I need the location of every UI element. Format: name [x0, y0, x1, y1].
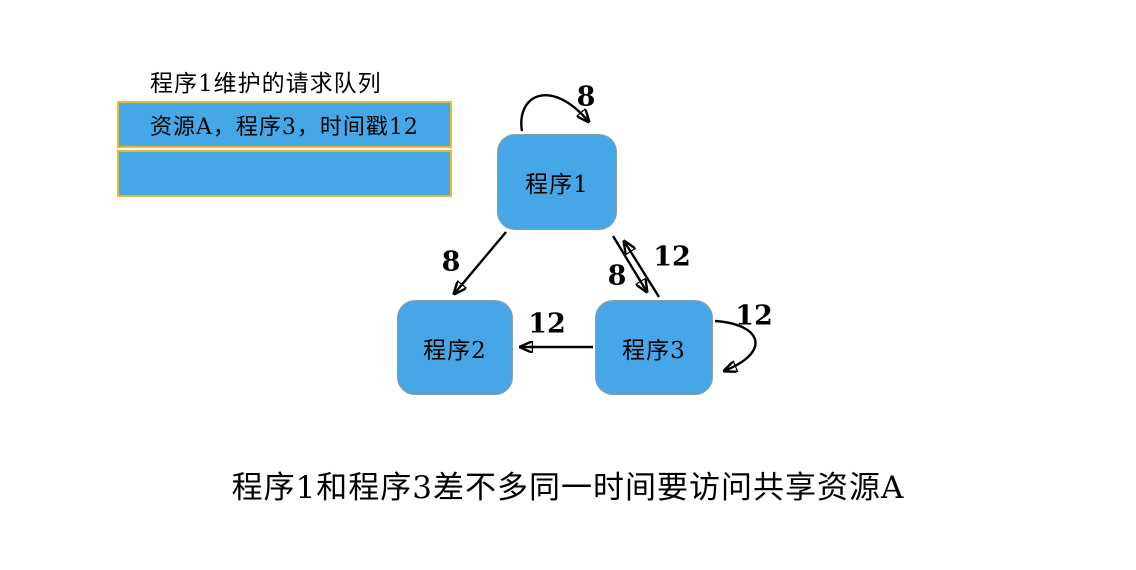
edge-label-program3-to-program2: 12: [528, 308, 566, 340]
queue-row-entry: 资源A，程序3，时间戳12: [117, 101, 452, 148]
edge-label-program3-self-loop: 12: [735, 300, 773, 332]
edge-program1-to-program2: [454, 231, 507, 294]
node-program2: 程序2: [397, 300, 513, 395]
node-program1: 程序1: [497, 134, 617, 230]
edge-label-program1-to-program3: 8: [607, 260, 627, 292]
caption: 程序1和程序3差不多同一时间要访问共享资源A: [231, 470, 905, 506]
edge-label-program1-self-loop: 8: [576, 81, 596, 113]
queue-title: 程序1维护的请求队列: [150, 71, 382, 97]
node-program3: 程序3: [595, 300, 713, 395]
edge-label-program3-to-program1: 12: [653, 241, 691, 273]
queue-row-empty: [117, 150, 452, 197]
request-queue: 资源A，程序3，时间戳12: [117, 101, 452, 197]
edge-label-program1-to-program2: 8: [441, 246, 461, 278]
